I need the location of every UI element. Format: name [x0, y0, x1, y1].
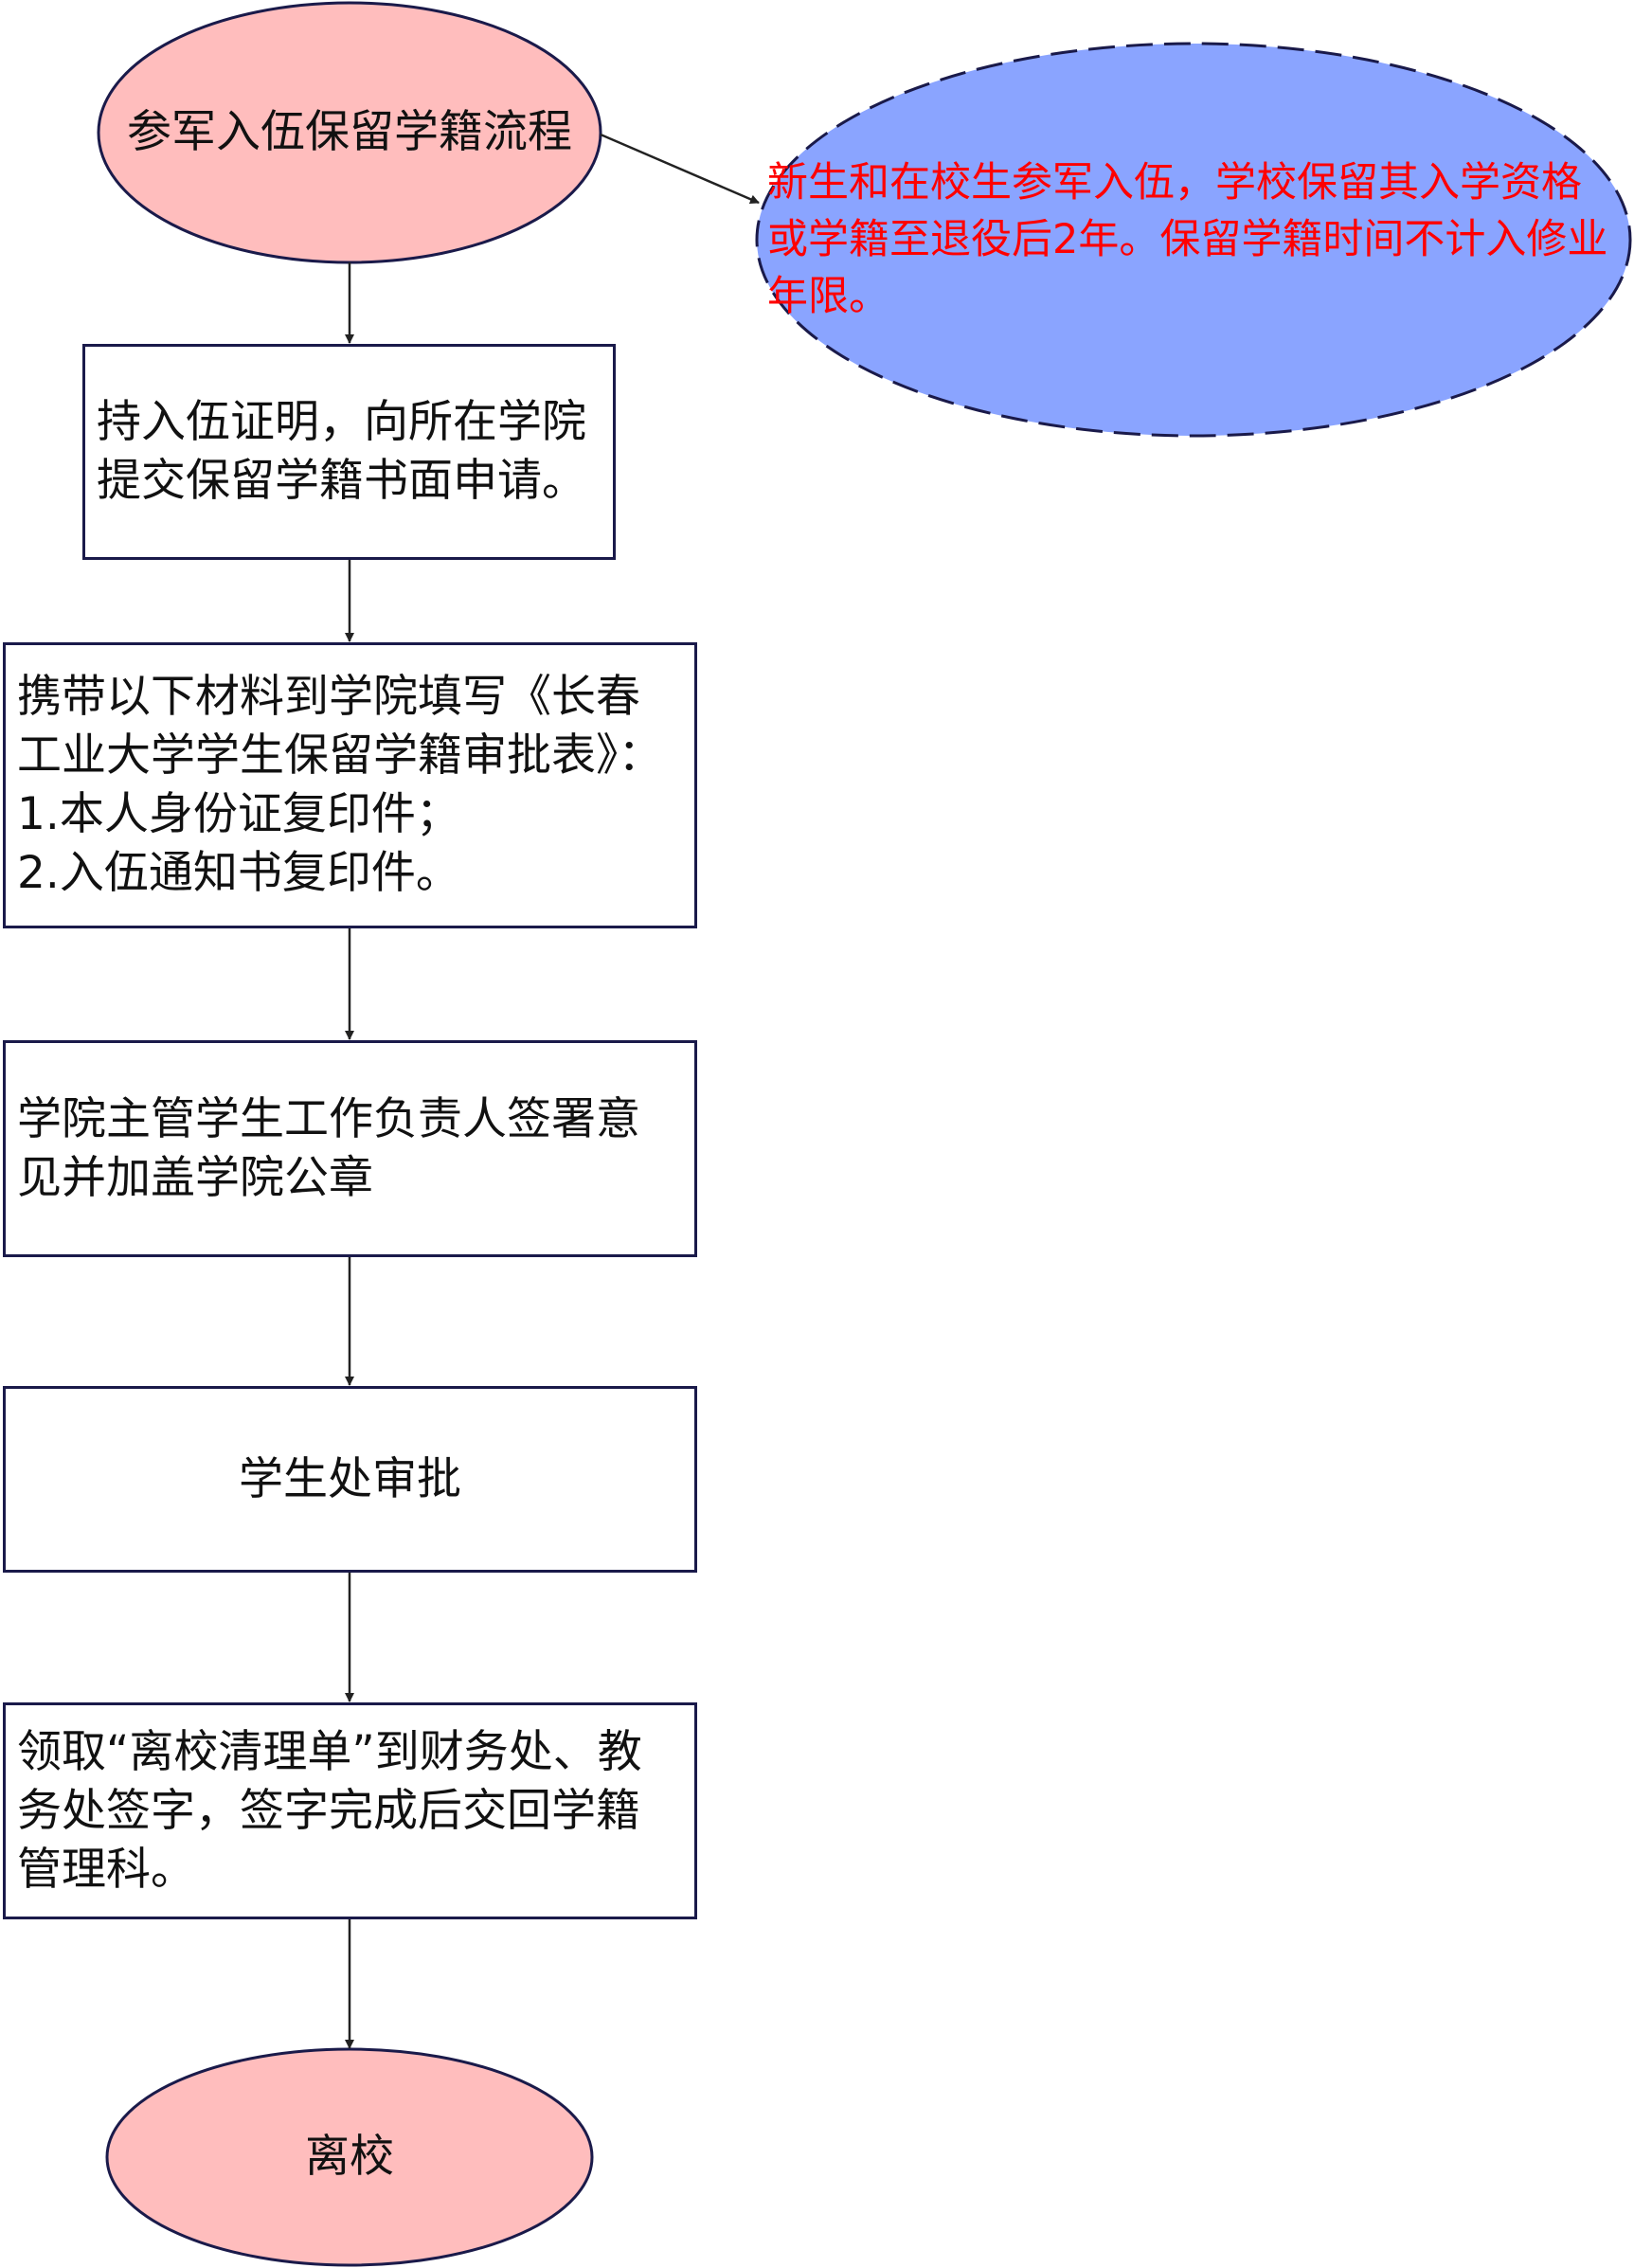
end-terminal-shape: [105, 2047, 594, 2267]
step-2-line-1: 携带以下材料到学院填写《长春工业大学学生保留学籍审批表》：: [17, 671, 663, 782]
step-2-line-2: 1.本人身份证复印件；: [17, 788, 460, 840]
step-1-text: 持入伍证明，向所在学院提交保留学籍书面申请。: [97, 396, 586, 507]
step-3-box: 学院主管学生工作负责人签署意见并加盖学院公章: [3, 1040, 697, 1257]
note-ellipse: 新生和在校生参军入伍，学校保留其入学资格或学籍至退役后2年。保留学籍时间不计入修…: [758, 44, 1629, 436]
step-2-line-3: 2.入伍通知书复印件。: [17, 847, 460, 899]
step-3-text: 学院主管学生工作负责人签署意见并加盖学院公章: [17, 1092, 640, 1204]
end-label: 离校: [305, 2131, 394, 2183]
end-terminal: 离校: [107, 2049, 592, 2265]
step-1-box: 持入伍证明，向所在学院提交保留学籍书面申请。: [82, 344, 616, 560]
note-text: 新生和在校生参军入伍，学校保留其入学资格或学籍至退役后2年。保留学籍时间不计入修…: [767, 159, 1608, 320]
note-ellipse-shape: [755, 42, 1632, 438]
step-2-box: 携带以下材料到学院填写《长春工业大学学生保留学籍审批表》： 1.本人身份证复印件…: [3, 642, 697, 928]
step-5-text: 领取“离校清理单”到财务处、教务处签字，签字完成后交回学籍管理科。: [17, 1725, 642, 1896]
arrow-start-to-note: [600, 133, 760, 205]
step-5-box: 领取“离校清理单”到财务处、教务处签字，签字完成后交回学籍管理科。: [3, 1702, 697, 1919]
step-4-box: 学生处审批: [3, 1386, 697, 1573]
start-label: 参军入伍保留学籍流程: [127, 106, 572, 158]
start-terminal: 参军入伍保留学籍流程: [99, 3, 601, 262]
step-4-text: 学生处审批: [239, 1452, 461, 1505]
